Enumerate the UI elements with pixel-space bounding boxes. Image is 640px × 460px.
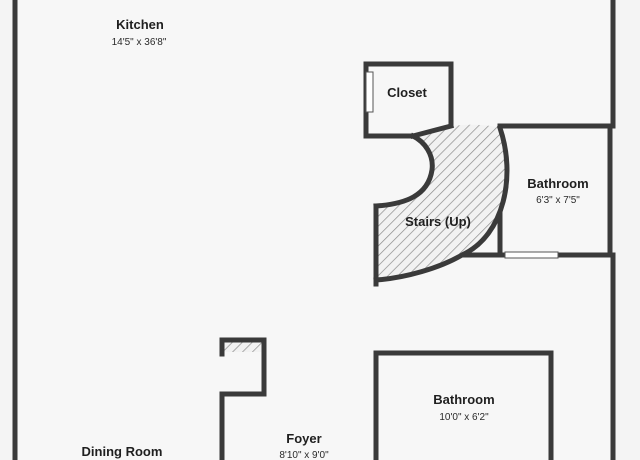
bathroom-small-label: Bathroom — [527, 176, 588, 191]
bathroom-large-label: Bathroom — [433, 392, 494, 407]
stairs-hatched-area — [376, 124, 507, 280]
foyer-hatched-block — [222, 340, 264, 352]
bathroom-large-walls — [373, 350, 554, 460]
foyer-label: Foyer — [286, 431, 321, 446]
kitchen-label: Kitchen — [116, 17, 164, 32]
bathroom-small-dimensions: 6'3" x 7'5" — [536, 195, 580, 206]
stairs-inner-curve — [373, 132, 435, 209]
bathroom-small-door-opening — [504, 251, 559, 259]
stairs-outer-curve — [373, 124, 510, 283]
stairs-label: Stairs (Up) — [405, 214, 471, 229]
foyer-dimensions: 8'10" x 9'0" — [279, 450, 329, 460]
kitchen-dimensions: 14'5" x 36'8" — [112, 37, 167, 48]
dining-room-label: Dining Room — [82, 444, 163, 459]
stairs-top-edge — [409, 122, 455, 140]
bathroom-large-dimensions: 10'0" x 6'2" — [439, 412, 489, 423]
floor-area — [15, 0, 613, 460]
foyer-partition-wall — [219, 337, 267, 460]
closet-label: Closet — [387, 85, 427, 100]
closet-door-opening — [365, 71, 374, 113]
